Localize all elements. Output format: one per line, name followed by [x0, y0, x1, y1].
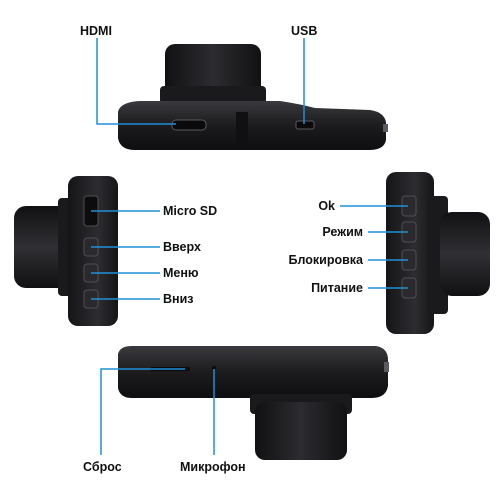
power-label: Питание	[311, 281, 363, 295]
microphone-label: Микрофон	[180, 460, 246, 474]
usb-port	[295, 120, 315, 130]
ok-label: Ok	[318, 199, 335, 213]
microphone-hole	[212, 366, 216, 370]
micro-sd-label: Micro SD	[163, 204, 218, 218]
bottom-side-button	[384, 362, 389, 372]
up-label: Вверх	[163, 240, 201, 254]
bottom-body	[118, 346, 388, 398]
hdmi-callout	[96, 38, 176, 125]
lock-label: Блокировка	[288, 253, 364, 267]
hdmi-label: HDMI	[80, 24, 112, 38]
bottom-lens-barrel	[255, 402, 347, 460]
top-lens-ring	[160, 86, 266, 104]
right-lens-barrel	[440, 212, 490, 296]
down-label: Вниз	[163, 292, 194, 306]
mode-label: Режим	[322, 225, 363, 239]
top-body-seam	[236, 112, 248, 150]
left-lens-barrel	[14, 206, 70, 288]
hdmi-port	[171, 119, 207, 131]
reset-callout	[100, 368, 185, 455]
bottom-view-camera	[118, 346, 389, 460]
right-view-camera	[386, 172, 490, 334]
reset-label: Сброс	[83, 460, 122, 474]
top-view-camera	[118, 44, 388, 150]
top-body	[118, 101, 386, 150]
usb-label: USB	[291, 24, 318, 38]
callout-lines	[91, 38, 408, 455]
menu-label: Меню	[163, 266, 199, 280]
left-view-camera	[14, 176, 118, 326]
top-side-button	[383, 124, 388, 132]
